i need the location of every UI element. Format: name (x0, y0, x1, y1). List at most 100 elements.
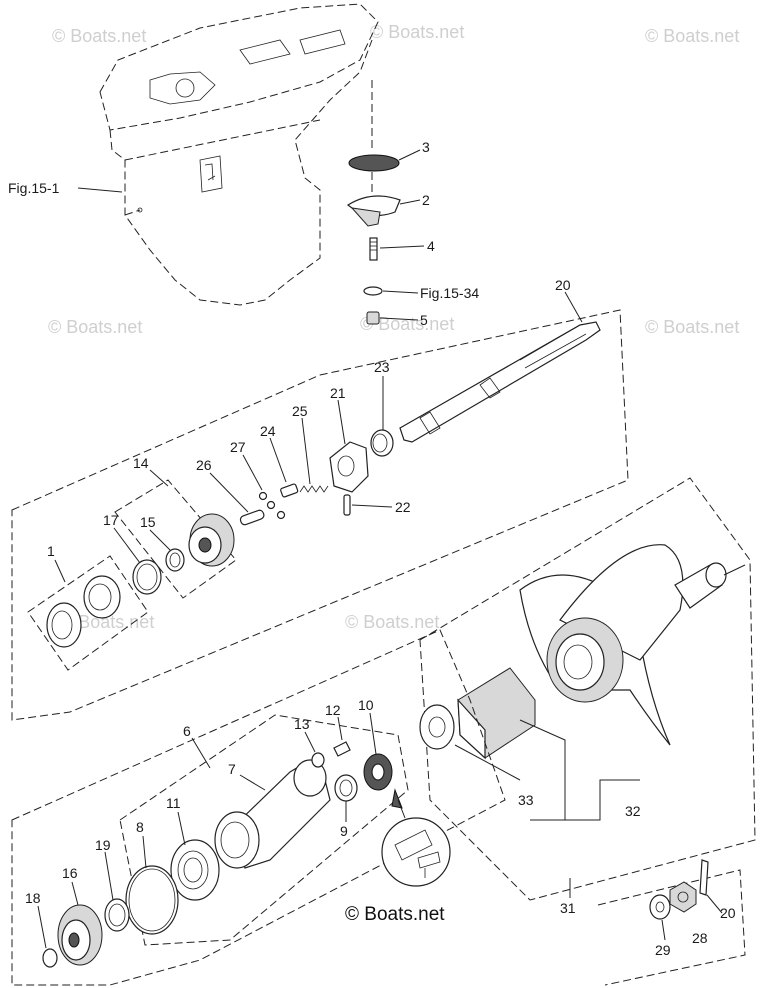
callout-20[interactable]: 20 (555, 277, 571, 293)
part-26-pin[interactable] (239, 509, 265, 526)
leader-line (379, 245, 425, 249)
part-18-washer[interactable] (42, 948, 58, 968)
callout-22[interactable]: 22 (395, 499, 411, 515)
part-21-clutch[interactable] (329, 441, 369, 493)
callout-5[interactable]: 5 (420, 312, 428, 328)
callout-4[interactable]: 4 (427, 238, 435, 254)
part-11-ball-bearing[interactable] (170, 839, 220, 901)
leader-line (113, 527, 141, 564)
callout-11[interactable]: 11 (166, 795, 181, 811)
leader-line (398, 149, 421, 161)
leader-line (149, 529, 171, 551)
leader-line (304, 731, 316, 753)
group-nut-frame (597, 869, 746, 986)
part-23-ring[interactable] (370, 429, 394, 457)
part-28-nut[interactable] (669, 881, 697, 913)
callout-13[interactable]: 13 (294, 716, 310, 732)
callout-26[interactable]: 26 (196, 457, 212, 473)
leader-line (191, 737, 211, 769)
part-7-bearing-housing[interactable] (214, 759, 331, 869)
callout-20b[interactable]: 20 (720, 905, 736, 921)
leader-line (149, 469, 169, 487)
callout-31[interactable]: 31 (560, 900, 576, 916)
leader-line (209, 472, 249, 513)
forward-gear[interactable] (188, 513, 235, 567)
part-12-bolt[interactable] (333, 741, 351, 757)
part-33-bushing[interactable] (419, 667, 536, 760)
group-14-outline (114, 479, 237, 599)
callout-8[interactable]: 8 (136, 819, 144, 835)
part-22-pin[interactable] (343, 494, 351, 516)
propeller[interactable] (519, 544, 684, 746)
callout-33[interactable]: 33 (518, 792, 534, 808)
leader-line (239, 774, 266, 791)
part-3-screen[interactable] (348, 154, 400, 172)
callout-14[interactable]: 14 (133, 455, 149, 471)
callout-23[interactable]: 23 (374, 359, 390, 375)
callout-15[interactable]: 15 (140, 514, 156, 530)
leader-line (454, 744, 521, 781)
callout-32[interactable]: 32 (625, 803, 641, 819)
group-1-outline (27, 555, 149, 671)
leader-line (177, 811, 186, 846)
callout-18[interactable]: 18 (25, 890, 41, 906)
part-16-reverse-gear[interactable] (57, 904, 103, 966)
part-13-washer[interactable] (311, 752, 325, 768)
part-20-cotter-pin[interactable] (699, 859, 709, 896)
callout-3[interactable]: 3 (422, 139, 430, 155)
leader-line (399, 199, 421, 205)
callout-29[interactable]: 29 (655, 942, 671, 958)
callout-16[interactable]: 16 (62, 865, 78, 881)
part-2-fin (350, 207, 381, 227)
leader-line (351, 504, 393, 508)
part-20-propeller-shaft[interactable] (399, 321, 601, 443)
part-5-nut[interactable] (366, 311, 380, 325)
watermark: © Boats.net (52, 26, 146, 46)
part-10-oil-seal[interactable] (363, 753, 393, 791)
callout-1[interactable]: 1 (47, 543, 55, 559)
callout-25[interactable]: 25 (292, 403, 308, 419)
callout-17[interactable]: 17 (103, 512, 119, 528)
leader-line (369, 712, 377, 755)
callout-7[interactable]: 7 (228, 761, 236, 777)
part-24-plunger[interactable] (280, 483, 299, 498)
part-15-needle-bearing[interactable] (165, 548, 185, 572)
callout-6[interactable]: 6 (183, 723, 191, 739)
part-17-shim[interactable] (132, 559, 162, 595)
group-31-frame (419, 477, 756, 901)
part-4-bolt[interactable] (369, 237, 378, 261)
leader-line (661, 919, 666, 941)
callout-21[interactable]: 21 (330, 385, 346, 401)
watermark: © Boats.net (645, 26, 739, 46)
leader-line (337, 399, 346, 445)
part-1-bearing[interactable] (46, 575, 121, 648)
leader-line (519, 719, 640, 821)
callout-24[interactable]: 24 (260, 423, 276, 439)
leader-line (77, 187, 123, 193)
part-9-needle-bearing[interactable] (334, 774, 358, 802)
watermark: © Boats.net (645, 317, 739, 337)
callout-28[interactable]: 28 (692, 930, 708, 946)
callout-27[interactable]: 27 (230, 439, 246, 455)
ref-fig-15-1: Fig.15-1 (8, 180, 60, 196)
callout-9[interactable]: 9 (340, 823, 348, 839)
seal-detail-inset (381, 788, 451, 887)
group-lower-frame (11, 629, 506, 986)
leader-line (723, 564, 746, 576)
callout-10[interactable]: 10 (358, 697, 374, 713)
part-20-spline-bushing[interactable] (674, 562, 727, 609)
callout-19[interactable]: 19 (95, 837, 111, 853)
leader-line (337, 716, 343, 741)
callout-2[interactable]: 2 (422, 192, 430, 208)
group-6-outline (119, 714, 409, 946)
washer[interactable] (363, 286, 383, 296)
part-27-balls[interactable] (258, 491, 286, 520)
leader-line (379, 317, 419, 321)
part-25-spring[interactable] (299, 485, 329, 493)
part-8-o-ring[interactable] (125, 865, 179, 935)
part-29-washer[interactable] (649, 894, 671, 920)
part-19-shim[interactable] (104, 898, 130, 932)
callout-12[interactable]: 12 (325, 702, 341, 718)
ref-fig-15-34: Fig.15-34 (420, 285, 479, 301)
